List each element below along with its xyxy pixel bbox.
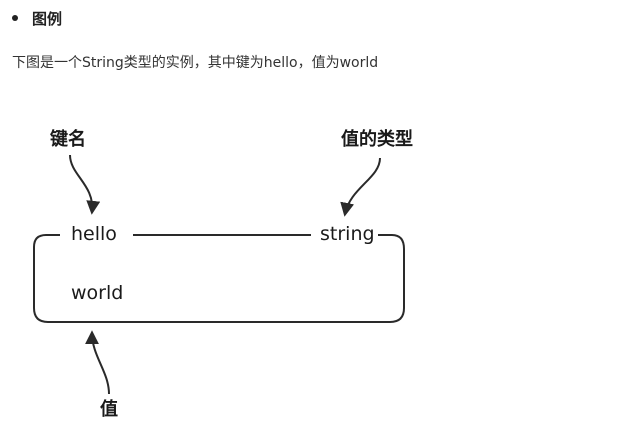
value-text: world: [71, 282, 123, 304]
section-title: 图例: [32, 9, 63, 28]
value-label: 值: [100, 398, 118, 420]
section-heading: 图例: [12, 6, 62, 30]
bracket-box: [33, 234, 405, 323]
value-arrow: [85, 330, 110, 395]
key-text: hello: [71, 223, 117, 245]
type-text: string: [320, 223, 375, 245]
key-name-label: 键名: [49, 128, 86, 150]
type-arrow: [340, 157, 381, 217]
description-paragraph: 下图是一个String类型的实例，其中键为hello，值为world: [12, 55, 379, 71]
key-arrow: [69, 154, 101, 215]
value-type-label: 值的类型: [341, 128, 413, 150]
bullet-icon: [12, 15, 18, 21]
